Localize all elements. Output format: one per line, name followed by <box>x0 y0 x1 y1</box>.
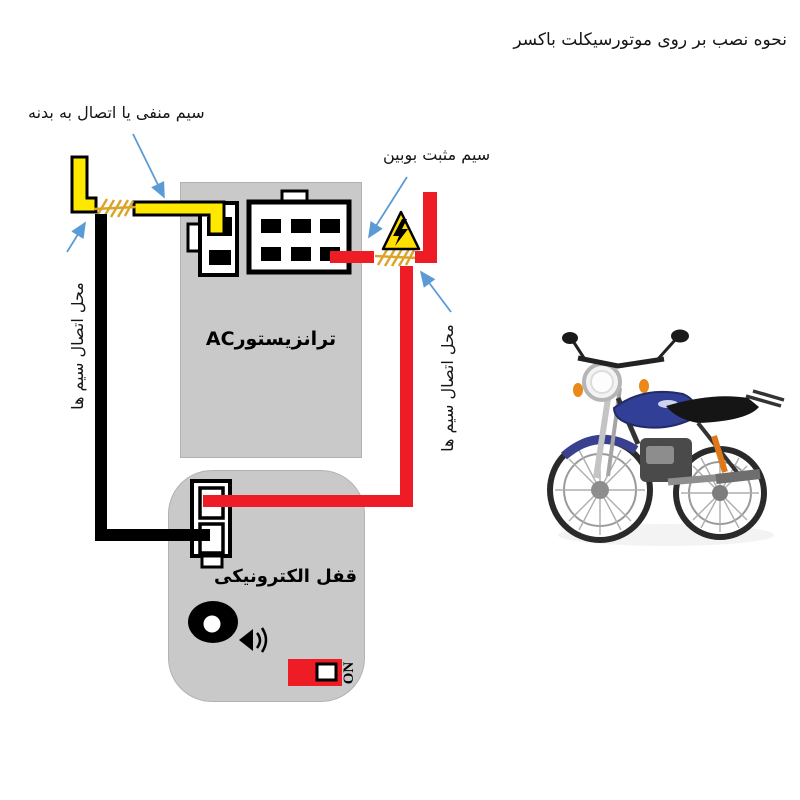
annotation-arrows <box>66 133 452 313</box>
arrow-right-connection <box>419 270 452 313</box>
lock-connector <box>190 479 232 569</box>
page-title: نحوه نصب بر روی موتورسیکلت باکسر <box>513 30 787 50</box>
positive-wire-label: سیم مثبت بوبین <box>383 145 491 164</box>
on-switch-label: ON <box>340 661 357 685</box>
positive-wire-from-connector <box>330 251 374 263</box>
motorcycle-image <box>547 329 785 546</box>
left-wire-splice <box>93 198 137 218</box>
arrow-left-connection <box>66 221 86 253</box>
electronic-lock-label: قفل الکترونیکی <box>214 566 357 587</box>
on-switch <box>288 659 342 686</box>
ac-transistor-label: ترانزیستورAC <box>205 328 337 350</box>
siren-grommet-icon <box>188 601 238 643</box>
right-connection-label: محل اتصال سیم ها <box>438 324 457 452</box>
speaker-sound-icon <box>239 627 268 653</box>
high-voltage-warning-triangle-icon <box>381 210 421 251</box>
right-wire-splice <box>374 247 418 267</box>
left-connection-label: محل اتصال سیم ها <box>68 282 87 410</box>
arrow-positive-label <box>368 176 408 239</box>
positive-coil-wire <box>415 192 437 263</box>
negative-ground-wire <box>70 155 226 236</box>
arrow-negative-label <box>132 133 165 199</box>
negative-wire-to-lock <box>95 214 210 541</box>
negative-wire-label: سیم منفی یا اتصال به بدنه <box>28 103 205 122</box>
positive-wire-to-lock <box>203 266 413 507</box>
